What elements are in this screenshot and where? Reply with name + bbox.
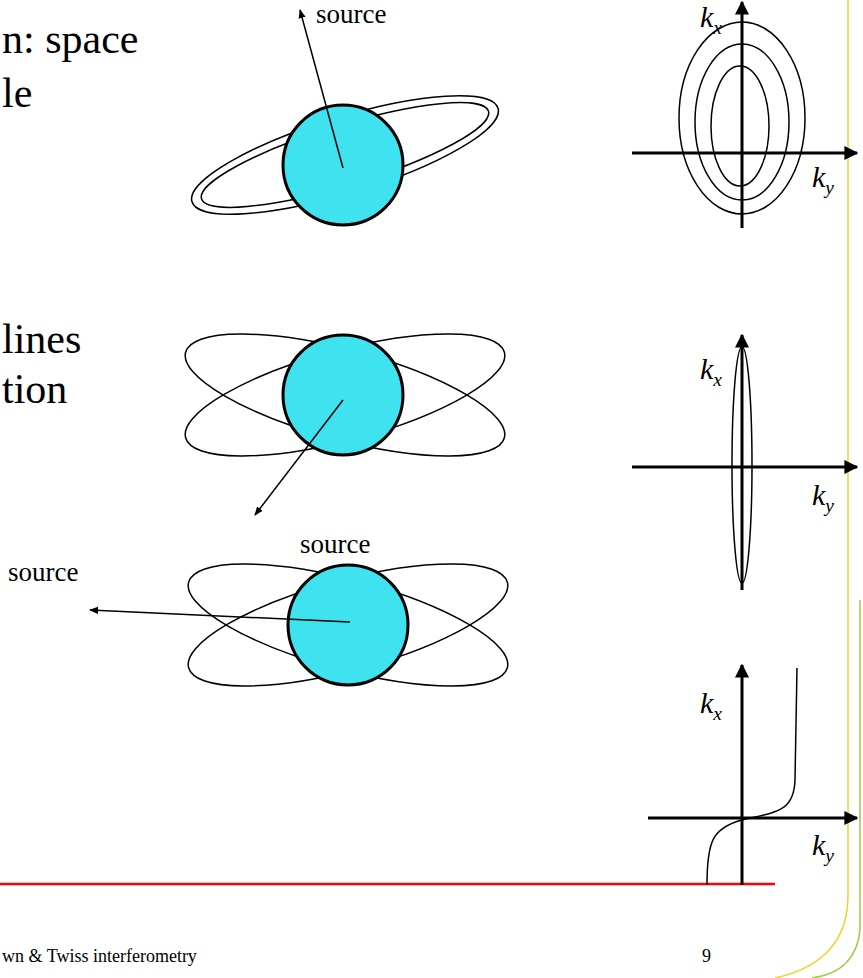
- sphere: [283, 335, 403, 455]
- sphere: [283, 105, 403, 225]
- contour: [679, 22, 805, 214]
- axis-label: ky: [812, 828, 834, 866]
- contour: [695, 44, 789, 200]
- subscript: x: [713, 703, 722, 724]
- sphere: [288, 565, 408, 685]
- orbit: [181, 72, 509, 238]
- axis: [741, 2, 744, 228]
- source-label: source: [300, 530, 370, 560]
- orbit: [177, 539, 519, 711]
- axis: [741, 665, 744, 885]
- axis: [632, 152, 857, 155]
- axis-label: ky: [812, 478, 834, 516]
- source-arrow: [300, 10, 343, 168]
- k-plot: [632, 335, 857, 590]
- orbit: [174, 309, 516, 481]
- orbit: [177, 539, 519, 711]
- orbit: [174, 309, 516, 481]
- axis-label: kx: [700, 686, 722, 724]
- slide-border: [775, 0, 848, 978]
- text-fragment: lines: [2, 316, 81, 362]
- heading-fragment: le: [2, 70, 32, 116]
- heading-fragment: n: space: [2, 16, 138, 62]
- orbit-figure: [90, 539, 519, 711]
- source-label: source: [316, 0, 386, 30]
- source-arrow: [255, 400, 343, 515]
- contour: [707, 668, 797, 885]
- axis: [741, 335, 744, 590]
- symbol: k: [812, 828, 825, 861]
- source-arrow: [90, 610, 350, 622]
- contour: [732, 347, 752, 583]
- symbol: k: [700, 0, 713, 33]
- symbol: k: [700, 686, 713, 719]
- text-fragment: tion: [2, 366, 67, 412]
- axis-label: ky: [812, 160, 834, 198]
- symbol: k: [812, 160, 825, 193]
- subscript: x: [713, 369, 722, 390]
- subscript: y: [825, 845, 834, 866]
- footer-text: wn & Twiss interferometry: [2, 947, 197, 967]
- axis-label: kx: [700, 352, 722, 390]
- subscript: x: [713, 17, 722, 38]
- orbit: [193, 82, 497, 227]
- source-label: source: [8, 558, 78, 588]
- footer-rule: [0, 883, 775, 886]
- subscript: y: [825, 177, 834, 198]
- subscript: y: [825, 495, 834, 516]
- axis: [632, 466, 857, 469]
- orbit-figure: [174, 309, 516, 515]
- k-plot: [632, 2, 857, 228]
- slide-border: [812, 600, 860, 978]
- symbol: k: [700, 352, 713, 385]
- k-plot: [648, 665, 857, 885]
- axis-label: kx: [700, 0, 722, 38]
- page-number: 9: [702, 947, 711, 967]
- contour: [711, 66, 769, 186]
- symbol: k: [812, 478, 825, 511]
- orbit-figure: [181, 10, 509, 238]
